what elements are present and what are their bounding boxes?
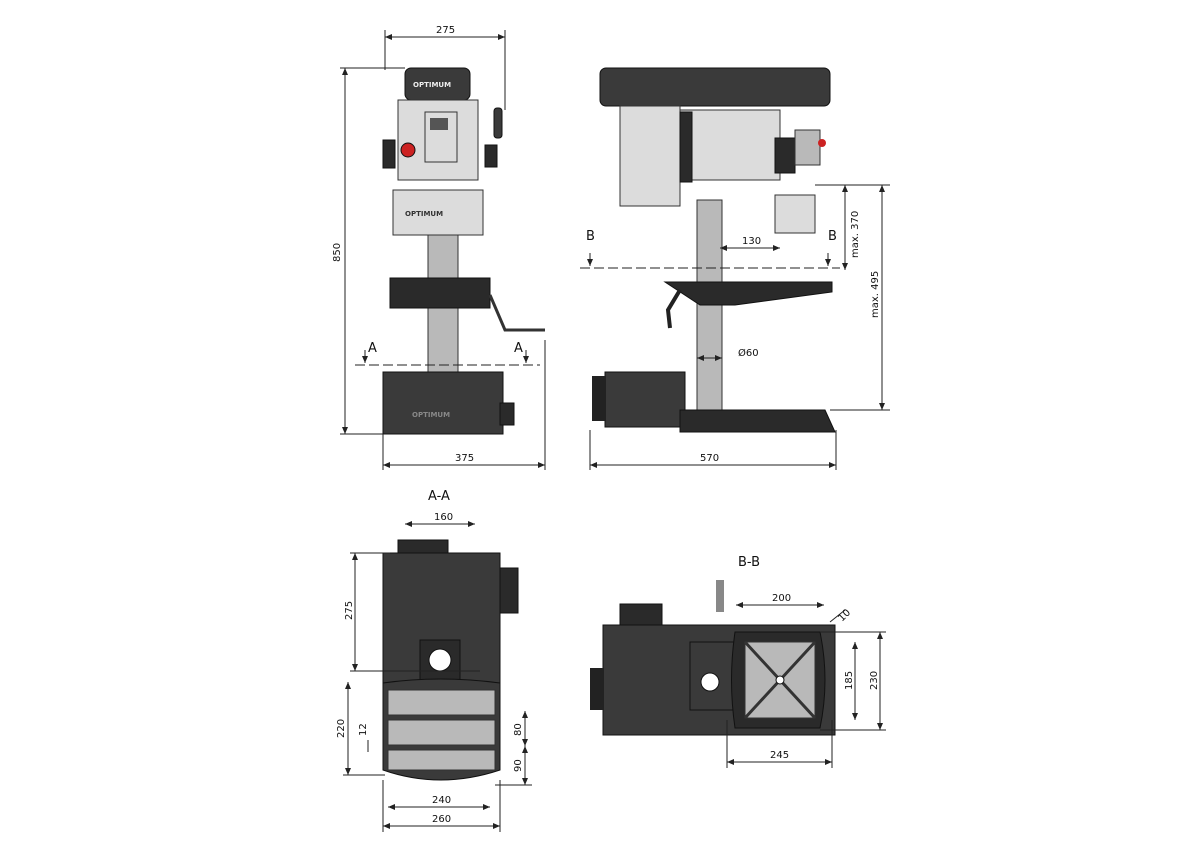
base-surface xyxy=(387,689,496,716)
chuck-guard xyxy=(774,194,816,234)
dim-label: 275 xyxy=(436,25,455,36)
dim-line-10 xyxy=(829,609,846,623)
section-label: B xyxy=(828,229,837,244)
switch-box xyxy=(619,603,663,627)
stop-button-icon xyxy=(818,139,826,147)
logo-head: OPTIMUM xyxy=(413,81,451,89)
base-switch xyxy=(499,402,515,426)
table-lever xyxy=(716,580,724,612)
dim-label: 185 xyxy=(844,671,855,690)
section-title: A-A xyxy=(428,489,450,504)
dim-label: 230 xyxy=(869,671,880,690)
section-label: A xyxy=(514,341,523,356)
dim-label: 850 xyxy=(332,243,343,262)
logo-guard: OPTIMUM xyxy=(405,210,443,218)
table xyxy=(663,281,833,306)
dim-label: 200 xyxy=(772,593,791,604)
dim-label: max. 495 xyxy=(870,271,881,318)
dim-label: 10 xyxy=(836,607,853,624)
dim-label: 220 xyxy=(336,719,347,738)
feed-handle xyxy=(493,107,503,139)
section-title: B-B xyxy=(738,555,760,570)
switch-box xyxy=(774,137,796,174)
base-surface xyxy=(387,749,496,771)
display xyxy=(430,118,448,130)
table-lock-lever xyxy=(665,288,682,329)
switch-box-right xyxy=(484,144,498,168)
dim-label: 12 xyxy=(358,723,369,736)
dim-label: 160 xyxy=(434,512,453,523)
motor-cover xyxy=(599,67,831,107)
spindle-guard xyxy=(392,189,484,236)
switch-box xyxy=(499,567,519,614)
dim-label: 570 xyxy=(700,453,719,464)
spindle-housing xyxy=(794,129,821,166)
head-body xyxy=(679,109,781,181)
dim-label: max. 370 xyxy=(850,211,861,258)
switch-box-left xyxy=(382,139,396,169)
dim-label: 275 xyxy=(344,601,355,620)
dim-label: 260 xyxy=(432,814,451,825)
dim-label: 245 xyxy=(770,750,789,761)
emergency-stop-icon xyxy=(400,142,416,158)
side-view: 570 130 max. 370 max. 495 Ø60 B B xyxy=(580,67,890,470)
section-label: B xyxy=(586,229,595,244)
dim-label: 80 xyxy=(513,723,524,736)
table-center-hole xyxy=(775,675,785,685)
base xyxy=(382,371,504,435)
spindle-bore xyxy=(428,648,452,672)
belt-housing xyxy=(619,105,681,207)
head-plate xyxy=(679,111,693,183)
dim-label: Ø60 xyxy=(738,347,759,359)
logo-base: OPTIMUM xyxy=(412,411,450,419)
base xyxy=(679,409,836,433)
dim-label: 130 xyxy=(742,236,761,247)
dim-label: 240 xyxy=(432,795,451,806)
section-label: A xyxy=(368,341,377,356)
crank-handle xyxy=(488,294,545,332)
switch-housing xyxy=(604,371,686,428)
plug xyxy=(592,376,606,421)
dim-label: 375 xyxy=(455,453,474,464)
plug xyxy=(590,668,604,710)
section-a-a: A-A 160 275 220 12 80 90 240 260 xyxy=(336,489,532,832)
dim-label: 90 xyxy=(513,759,524,772)
column-bore xyxy=(700,672,720,692)
section-b-b: B-B 200 10 185 230 245 xyxy=(590,555,886,768)
front-view: OPTIMUM OPTIMUM OPTIMUM 275 850 375 A A xyxy=(332,25,546,470)
base-surface xyxy=(387,719,496,746)
table xyxy=(389,277,491,309)
